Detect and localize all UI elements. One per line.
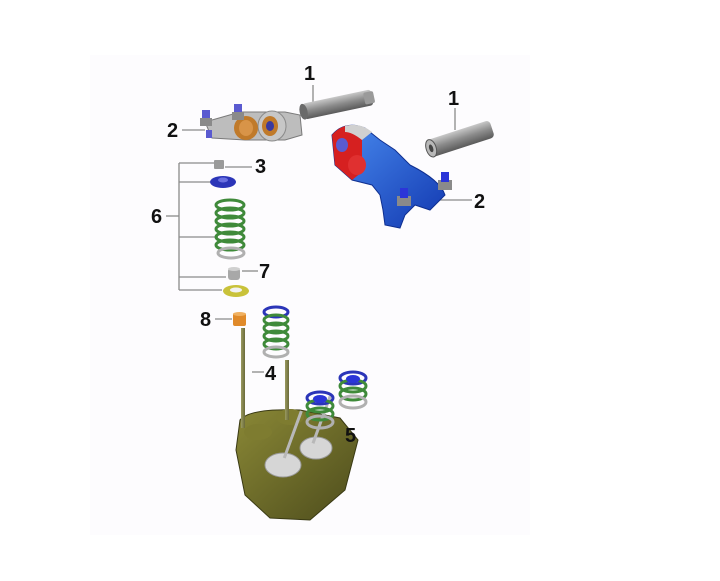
valve-stem-cap xyxy=(228,267,240,280)
callout-1-right: 1 xyxy=(448,88,460,110)
callout-6: 6 xyxy=(151,206,163,228)
intake-spring-stack xyxy=(262,305,290,359)
callout-3: 3 xyxy=(255,156,267,178)
callout-1-left: 1 xyxy=(304,63,316,85)
callout-4: 4 xyxy=(265,363,277,385)
exhaust-valve xyxy=(282,370,368,459)
valve-stem-seal xyxy=(233,312,246,326)
spring-retainer xyxy=(210,176,236,188)
callout-2-right: 2 xyxy=(474,191,486,213)
callout-7: 7 xyxy=(259,261,271,283)
rocker-arm-left xyxy=(200,104,303,142)
valve-spring xyxy=(214,198,246,260)
rocker-arm-right xyxy=(331,124,452,229)
cylinder-head xyxy=(235,409,359,521)
spring-seat xyxy=(223,285,249,297)
leader-lines xyxy=(166,85,472,433)
rocker-shaft-left xyxy=(299,89,375,120)
callout-2-left: 2 xyxy=(167,120,179,142)
intake-valve xyxy=(241,328,289,428)
callout-8: 8 xyxy=(200,309,212,331)
valve-cotter xyxy=(214,160,224,169)
callout-5: 5 xyxy=(345,425,357,447)
rocker-shaft-right xyxy=(425,121,494,158)
